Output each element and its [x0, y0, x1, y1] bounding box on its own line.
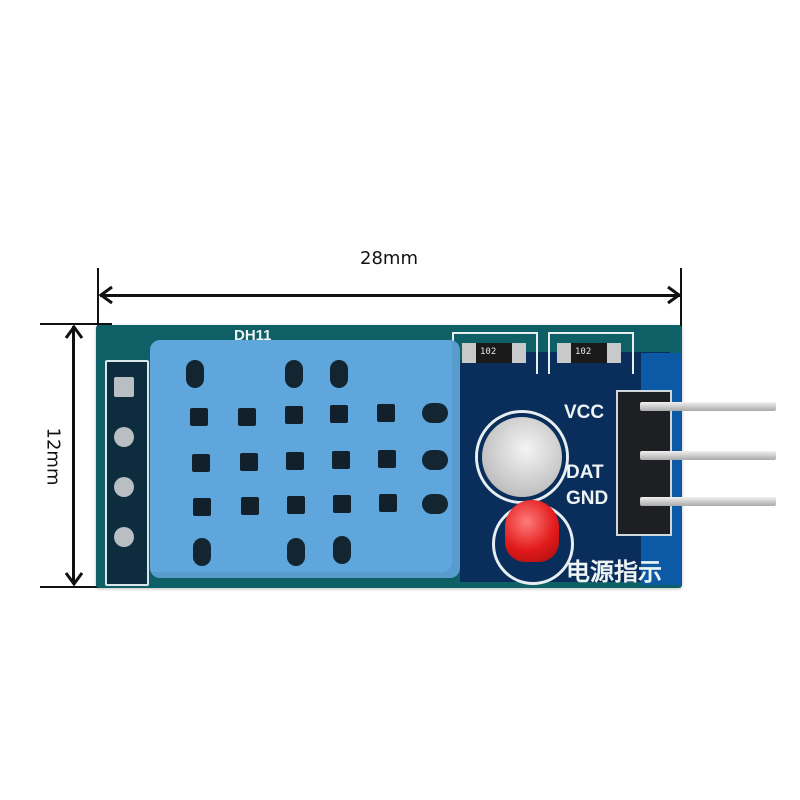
resistor-outline-2 — [548, 332, 634, 374]
vent-slot — [333, 536, 351, 564]
width-extension-left — [97, 268, 99, 328]
vent-hole — [333, 495, 351, 513]
arrow-right-icon — [667, 285, 682, 305]
vent-hole — [379, 494, 397, 512]
width-extension-right — [680, 268, 682, 338]
vent-hole — [193, 498, 211, 516]
vent-slot — [193, 538, 211, 566]
vent-hole — [238, 408, 256, 426]
header-pin-gnd — [640, 497, 776, 506]
sensor-pad-1 — [114, 377, 134, 397]
arrow-down-icon — [64, 572, 84, 587]
dht11-sensor — [150, 340, 460, 578]
pin-label-gnd: GND — [566, 488, 609, 509]
vent-hole — [240, 453, 258, 471]
power-indicator-label: 电源指示 — [566, 558, 662, 586]
pin-header — [616, 390, 672, 536]
header-pin-dat — [640, 451, 776, 460]
height-dimension-line — [72, 326, 75, 584]
vent-slot — [330, 360, 348, 388]
resistor-2-marking: 102 — [575, 347, 592, 357]
width-dimension-line — [100, 294, 680, 297]
vent-hole — [378, 450, 396, 468]
arrow-up-icon — [64, 324, 84, 339]
vent-slot — [287, 538, 305, 566]
vent-hole — [285, 406, 303, 424]
height-extension-top — [40, 323, 112, 325]
vent-slot — [422, 494, 448, 514]
pin-label-vcc: VCC — [564, 402, 605, 423]
height-label: 12mm — [42, 427, 64, 486]
header-pin-vcc — [640, 402, 776, 411]
vent-hole — [377, 404, 395, 422]
sensor-pad-3 — [114, 477, 134, 497]
sensor-label: DH11 — [234, 327, 272, 344]
power-led — [505, 500, 559, 562]
vent-hole — [241, 497, 259, 515]
vent-hole — [332, 451, 350, 469]
vent-slot — [422, 450, 448, 470]
vent-hole — [192, 454, 210, 472]
vent-hole — [330, 405, 348, 423]
sensor-pin-outline — [105, 360, 149, 586]
vent-hole — [286, 452, 304, 470]
resistor-1: 102 — [462, 343, 526, 363]
vent-hole — [287, 496, 305, 514]
width-label: 28mm — [360, 248, 418, 269]
sensor-pad-4 — [114, 527, 134, 547]
resistor-2: 102 — [557, 343, 621, 363]
pin-label-dat: DAT — [566, 462, 604, 483]
vent-slot — [422, 403, 448, 423]
vent-slot — [285, 360, 303, 388]
resistor-1-marking: 102 — [480, 347, 497, 357]
mounting-hole — [478, 413, 566, 501]
sensor-pad-2 — [114, 427, 134, 447]
vent-slot — [186, 360, 204, 388]
vent-hole — [190, 408, 208, 426]
arrow-left-icon — [98, 285, 113, 305]
height-extension-bottom — [40, 586, 112, 588]
